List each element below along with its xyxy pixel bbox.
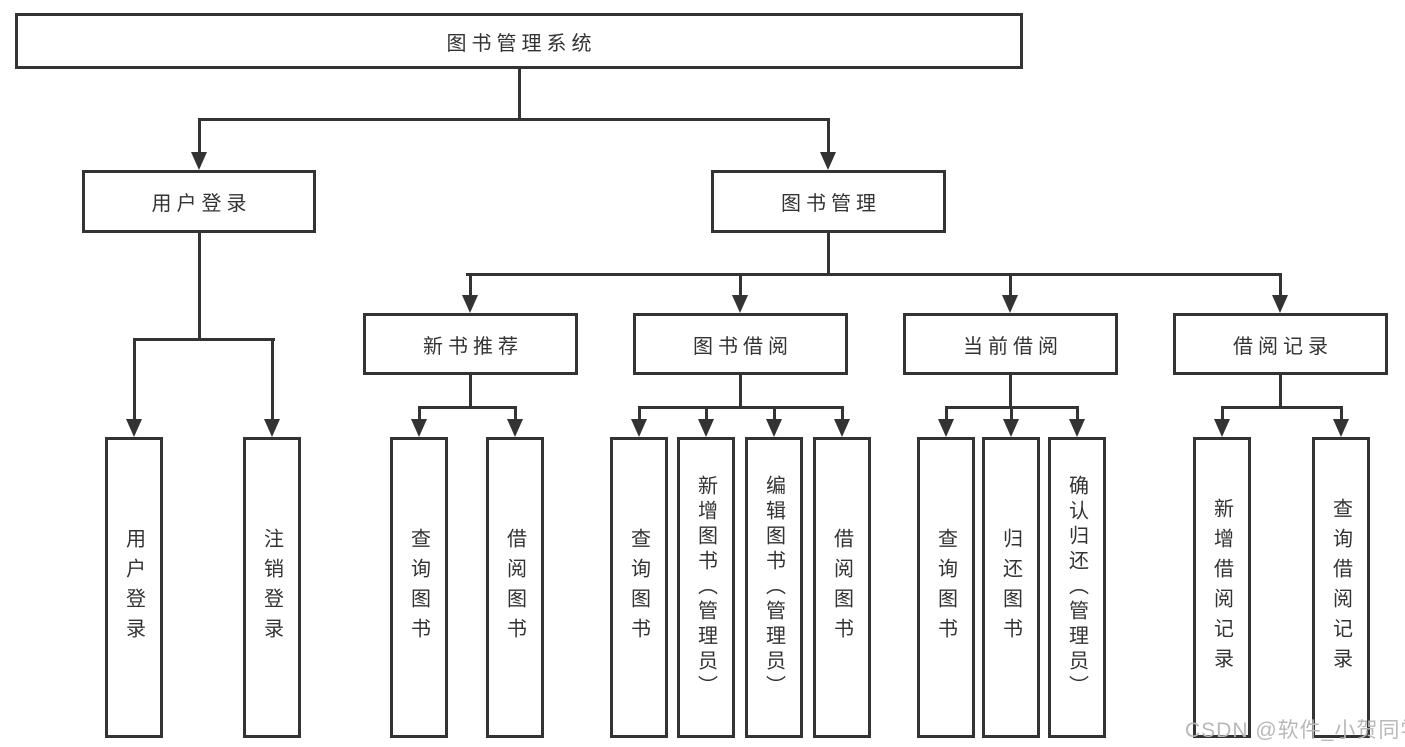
node-new-book-recommendation: 新书推荐 [363,313,578,375]
arrowhead-icon [1069,419,1085,437]
arrowhead-icon [507,419,523,437]
csdn-watermark: CSDN @软件_小贺同学 [1185,719,1405,742]
arrowhead-icon [1003,419,1019,437]
connector-drop-leaf [514,406,517,419]
node-book-borrowing: 图书借阅 [633,313,848,375]
arrowhead-icon [732,295,748,313]
leaf-query-book-recommend: 查询图书 [390,437,448,738]
leaf-borrow-book-recommend: 借阅图书 [486,437,544,738]
node-current-borrowing: 当前借阅 [903,313,1118,375]
arrowhead-icon [126,419,142,437]
node-book-management: 图书管理 [711,170,946,233]
connector-drop-user-login [198,118,201,152]
node-root-library-system: 图书管理系统 [15,13,1023,69]
connector-drop-leaf-user-login [133,338,136,419]
leaf-query-book-borrowing: 查询图书 [610,437,668,738]
leaf-edit-book-admin: 编辑图书（管理员） [745,437,803,738]
connector-new-book-rail [418,406,517,409]
arrowhead-icon [1214,419,1230,437]
connector-drop-leaf [841,406,844,419]
connector-book-borrowing-rail [638,406,844,409]
leaf-query-book-current: 查询图书 [917,437,975,738]
arrowhead-icon [766,419,782,437]
connector-drop-leaf [705,406,708,419]
leaf-return-book: 归还图书 [982,437,1040,738]
arrowhead-icon [698,419,714,437]
connector-drop-current-borrowing [1009,273,1012,295]
connector-drop-leaf [418,406,421,419]
arrowhead-icon [820,152,836,170]
connector-drop-leaf [945,406,948,419]
arrowhead-icon [411,419,427,437]
connector-borrowing-records-rail [1221,406,1343,409]
arrowhead-icon [462,295,478,313]
connector-book-management-rail [466,273,1282,276]
arrowhead-icon [1333,419,1349,437]
leaf-user-login: 用户登录 [105,437,163,738]
connector-root-stem [518,69,521,121]
connector-drop-leaf-logout [271,338,274,419]
leaf-query-borrow-record: 查询借阅记录 [1312,437,1370,738]
connector-new-book-stem [469,375,472,409]
connector-drop-leaf [1010,406,1013,419]
connector-book-management-stem [827,233,830,276]
leaf-add-book-admin: 新增图书（管理员） [677,437,735,738]
connector-drop-borrowing-records [1279,273,1282,295]
connector-drop-new-book-recommendation [469,273,472,295]
arrowhead-icon [1002,295,1018,313]
connector-drop-leaf [1221,406,1224,419]
connector-drop-leaf [1340,406,1343,419]
leaf-add-borrow-record: 新增借阅记录 [1193,437,1251,738]
connector-drop-book-management [827,118,830,152]
connector-root-rail [198,118,830,121]
connector-borrowing-records-stem [1279,375,1282,409]
connector-book-borrowing-stem [739,375,742,409]
connector-user-login-stem [198,233,201,341]
arrowhead-icon [191,152,207,170]
connector-drop-leaf [773,406,776,419]
connector-drop-leaf [638,406,641,419]
node-user-login: 用户登录 [82,170,316,233]
arrowhead-icon [1272,295,1288,313]
leaf-confirm-return-admin: 确认归还（管理员） [1048,437,1106,738]
node-borrowing-records: 借阅记录 [1173,313,1388,375]
leaf-logout: 注销登录 [243,437,301,738]
arrowhead-icon [631,419,647,437]
connector-drop-leaf [1076,406,1079,419]
connector-current-borrowing-stem [1009,375,1012,409]
arrowhead-icon [834,419,850,437]
arrowhead-icon [264,419,280,437]
leaf-borrow-book: 借阅图书 [813,437,871,738]
connector-drop-book-borrowing [739,273,742,295]
connector-user-login-rail [133,338,275,341]
arrowhead-icon [938,419,954,437]
